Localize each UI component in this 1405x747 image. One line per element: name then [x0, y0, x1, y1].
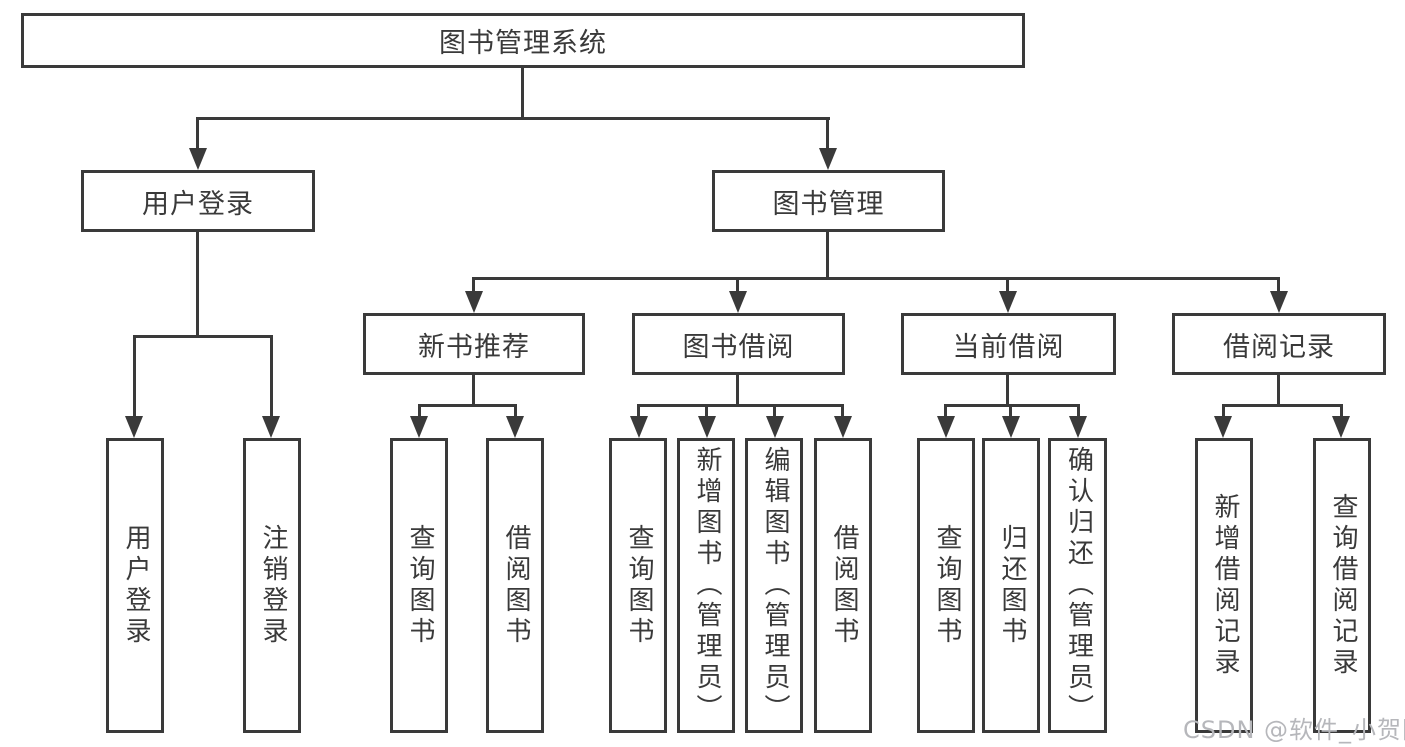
connector [1222, 404, 1225, 427]
leaf-query-books-2: 查询图书 [609, 438, 667, 733]
leaf-query-books-1: 查询图书 [390, 438, 448, 733]
leaf-add-borrow-record: 新增借阅记录 [1195, 438, 1253, 733]
arrowhead-down [410, 416, 428, 438]
connector [133, 335, 136, 427]
arrowhead-down [125, 416, 143, 438]
node-label: 新增图书（管理员） [691, 446, 722, 725]
node-label: 编辑图书（管理员） [759, 446, 790, 725]
connector [196, 232, 199, 338]
node-label: 借阅图书 [828, 523, 859, 648]
node-user-login: 用户登录 [81, 170, 315, 232]
connector [418, 404, 517, 407]
arrowhead-down [1332, 416, 1350, 438]
connector [1222, 404, 1342, 407]
arrowhead-down [465, 291, 483, 313]
arrowhead-down [262, 416, 280, 438]
node-current-borrowing: 当前借阅 [901, 313, 1116, 375]
arrowhead-down [189, 148, 207, 170]
node-label: 借阅图书 [500, 523, 531, 648]
node-label: 归还图书 [996, 523, 1027, 648]
connector [1277, 375, 1280, 407]
node-label: 查询图书 [931, 523, 962, 648]
leaf-user-login: 用户登录 [106, 438, 164, 733]
node-new-book-recommend: 新书推荐 [363, 313, 585, 375]
connector [1006, 277, 1009, 303]
connector [1077, 404, 1080, 427]
connector [133, 335, 273, 338]
connector [472, 277, 1280, 280]
connector [472, 375, 475, 407]
node-label: 图书管理系统 [439, 28, 607, 59]
watermark-text: CSDN @软件_小贺同学 [1183, 716, 1405, 744]
connector [521, 68, 524, 120]
connector [637, 404, 640, 427]
node-label: 当前借阅 [952, 331, 1065, 363]
connector [705, 404, 708, 427]
node-label: 用户登录 [120, 523, 151, 648]
connector [418, 404, 421, 427]
connector [826, 232, 829, 280]
connector [1340, 404, 1343, 427]
connector [773, 404, 776, 427]
connector [944, 404, 947, 427]
arrowhead-down [729, 291, 747, 313]
leaf-confirm-return-admin: 确认归还（管理员） [1048, 438, 1107, 733]
connector [270, 335, 273, 427]
leaf-return-books: 归还图书 [982, 438, 1040, 733]
node-label: 图书借阅 [682, 331, 795, 363]
node-label: 查询借阅记录 [1327, 492, 1358, 679]
arrowhead-down [819, 148, 837, 170]
connector [1006, 375, 1009, 407]
connector [514, 404, 517, 427]
node-label: 新增借阅记录 [1209, 492, 1240, 679]
arrowhead-down [766, 416, 784, 438]
leaf-borrow-books-1: 借阅图书 [486, 438, 544, 733]
arrowhead-down [1069, 416, 1087, 438]
node-label: 确认归还（管理员） [1063, 446, 1094, 725]
arrowhead-down [1214, 416, 1232, 438]
leaf-query-books-3: 查询图书 [917, 438, 975, 733]
node-label: 图书管理 [772, 188, 885, 220]
node-book-borrowing: 图书借阅 [632, 313, 845, 375]
connector [196, 117, 830, 120]
connector [736, 375, 739, 407]
leaf-add-books-admin: 新增图书（管理员） [677, 438, 735, 733]
connector [196, 117, 199, 159]
arrowhead-down [999, 291, 1017, 313]
node-label: 用户登录 [142, 188, 254, 220]
node-label: 查询图书 [623, 523, 654, 648]
node-label: 新书推荐 [418, 331, 530, 363]
connector [472, 277, 475, 303]
node-book-management: 图书管理 [712, 170, 945, 232]
arrowhead-down [1270, 291, 1288, 313]
connector [826, 117, 829, 159]
leaf-logout: 注销登录 [243, 438, 301, 733]
leaf-query-borrow-record: 查询借阅记录 [1313, 438, 1371, 733]
leaf-borrow-books-2: 借阅图书 [814, 438, 872, 733]
arrowhead-down [937, 416, 955, 438]
arrowhead-down [698, 416, 716, 438]
connector [1009, 404, 1012, 427]
node-borrow-records: 借阅记录 [1172, 313, 1386, 375]
connector [736, 277, 739, 303]
arrowhead-down [834, 416, 852, 438]
node-label: 注销登录 [257, 523, 288, 648]
node-label: 查询图书 [404, 523, 435, 648]
connector [944, 404, 1080, 407]
leaf-edit-books-admin: 编辑图书（管理员） [745, 438, 803, 733]
node-label: 借阅记录 [1223, 331, 1335, 363]
connector [637, 404, 844, 407]
arrowhead-down [1002, 416, 1020, 438]
arrowhead-down [630, 416, 648, 438]
connector [1277, 277, 1280, 303]
node-library-system: 图书管理系统 [21, 13, 1025, 68]
connector [841, 404, 844, 427]
arrowhead-down [506, 416, 524, 438]
